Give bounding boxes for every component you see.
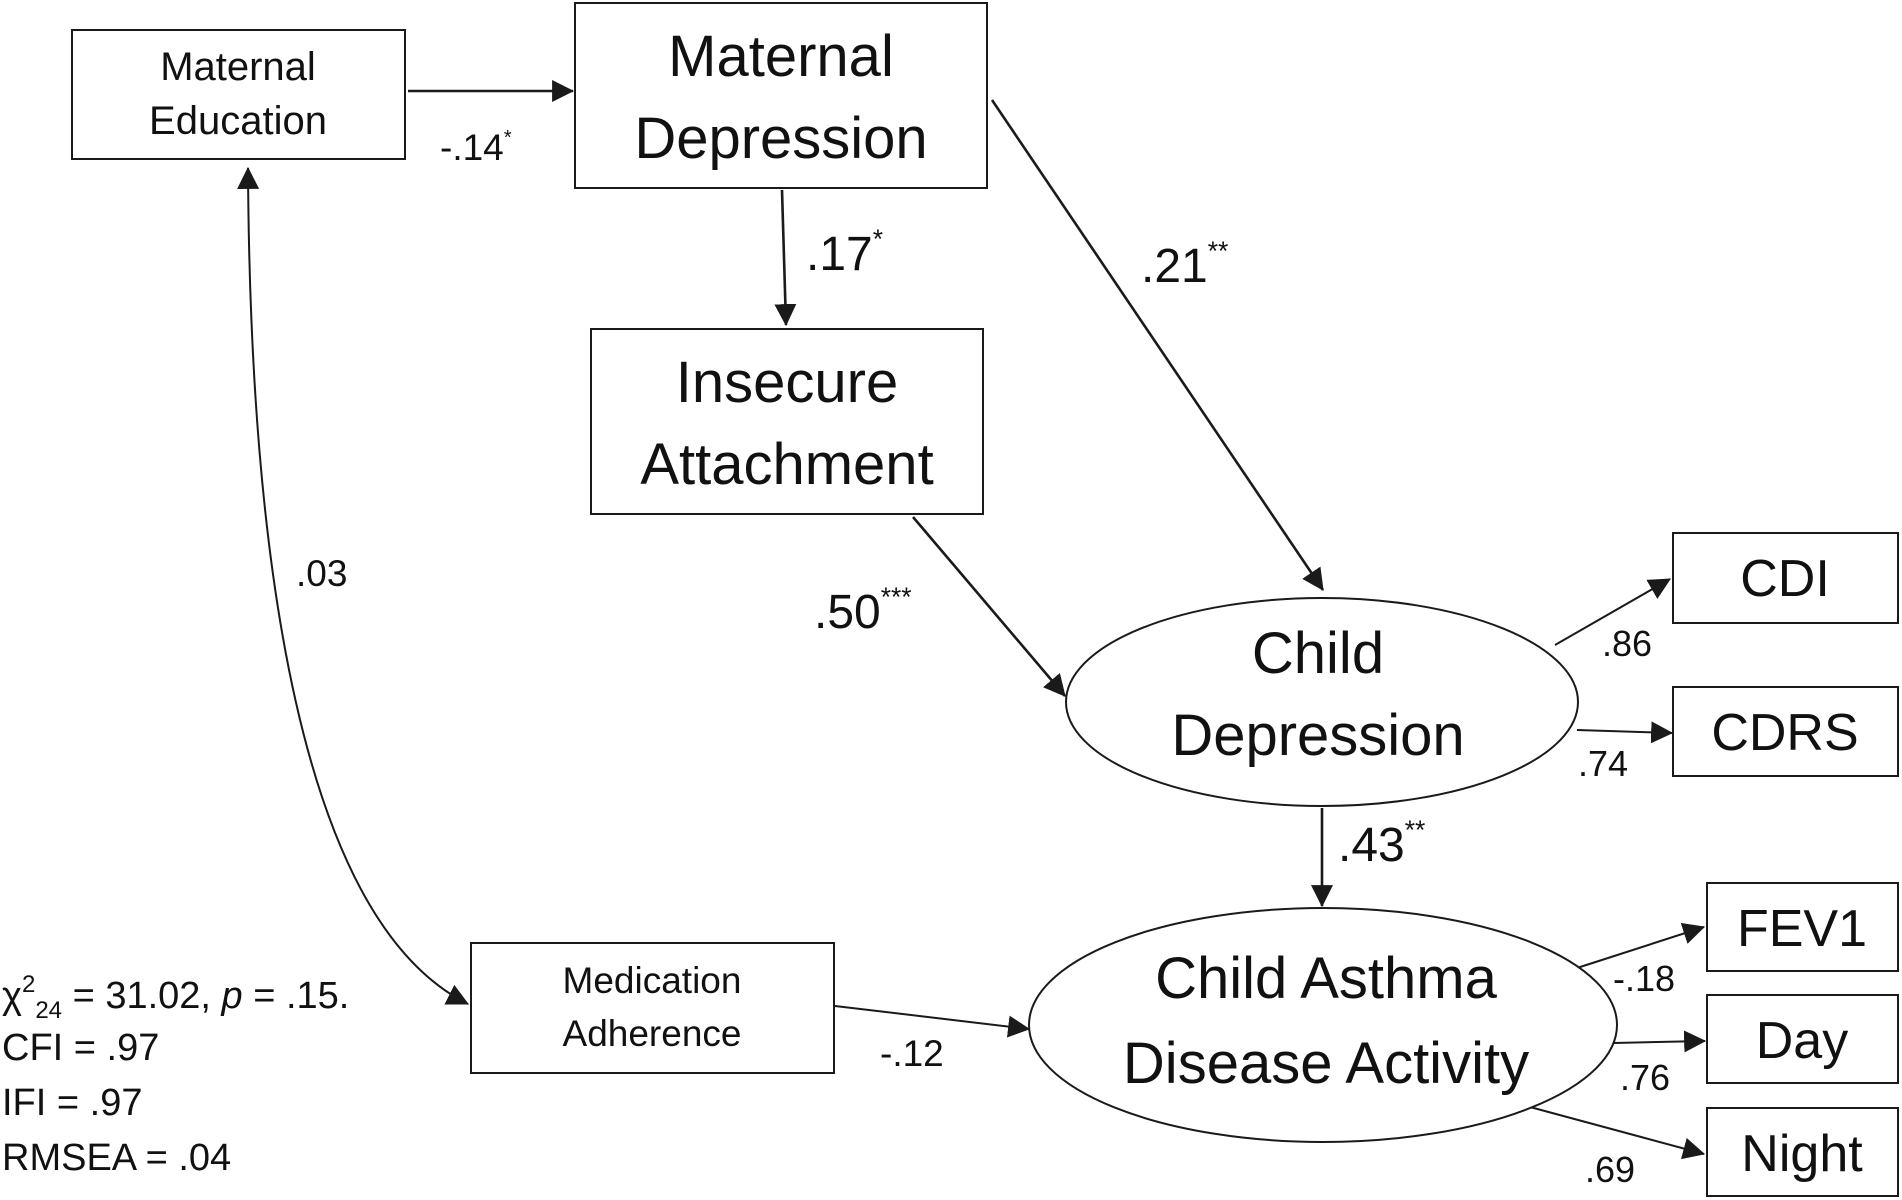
fit-rmsea: RMSEA = .04	[2, 1137, 231, 1179]
node-fev1-label: FEV1	[1737, 900, 1867, 958]
path-attach-to-childdep	[912, 516, 1066, 697]
node-cdi: CDI	[1672, 532, 1899, 624]
path-childdep-to-cdrs	[1576, 721, 1674, 744]
path-asthma-to-night	[1529, 1106, 1706, 1160]
fit-ifi: IFI = .97	[2, 1082, 142, 1124]
node-cdrs-label: CDRS	[1711, 704, 1858, 762]
coef-educ-with-adherence: .03	[296, 553, 347, 594]
node-maternal-depression: Maternal Depression	[574, 2, 988, 189]
node-medication-adherence: Medication Adherence	[470, 942, 835, 1074]
node-child-asthma: Child Asthma Disease Activity	[1028, 907, 1618, 1143]
fit-cfi: CFI = .97	[2, 1027, 159, 1069]
node-day: Day	[1706, 994, 1899, 1084]
path-matdep-to-attach	[774, 189, 797, 327]
path-childdep-to-cdi	[1554, 578, 1671, 646]
coef-childdep-to-cdrs: .74	[1578, 743, 1628, 784]
coef-asthma-to-night: .69	[1585, 1149, 1635, 1190]
node-fev1: FEV1	[1706, 882, 1899, 972]
node-night: Night	[1706, 1107, 1899, 1197]
node-medication-adherence-line2: Adherence	[563, 1013, 742, 1054]
node-maternal-depression-line1: Maternal	[668, 24, 894, 89]
path-matdep-to-childdep	[990, 99, 1325, 591]
coef-childdep-to-cdi: .86	[1602, 623, 1652, 664]
node-child-depression: Child Depression	[1065, 597, 1579, 807]
node-insecure-attachment: Insecure Attachment	[590, 328, 984, 515]
node-maternal-education-line1: Maternal	[160, 45, 316, 89]
coef-asthma-to-day: .76	[1620, 1057, 1670, 1098]
fit-chi-square: χ224 = 31.02, p = .15.	[2, 971, 349, 1024]
coef-asthma-to-fev1: -.18	[1613, 958, 1675, 999]
path-asthma-to-fev1	[1576, 922, 1706, 969]
node-day-label: Day	[1756, 1012, 1848, 1070]
node-medication-adherence-line1: Medication	[563, 960, 742, 1001]
node-maternal-education: Maternal Education	[71, 29, 406, 160]
node-cdrs: CDRS	[1672, 686, 1899, 777]
node-cdi-label: CDI	[1740, 550, 1830, 608]
path-adherence-to-asthma	[834, 1005, 1031, 1038]
node-maternal-education-line2: Education	[149, 99, 327, 143]
node-maternal-depression-line2: Depression	[634, 106, 927, 171]
coef-attach-to-childdep: .50***	[814, 582, 912, 639]
coef-matdep-to-attach: .17*	[806, 224, 883, 281]
fit-statistics: χ224 = 31.02, p = .15. CFI = .97 IFI = .…	[2, 971, 349, 1179]
node-child-depression-line1: Child	[1252, 621, 1384, 686]
path-educ-with-adherence	[237, 166, 469, 1005]
coef-matdep-to-childdep: .21**	[1141, 236, 1228, 293]
node-night-label: Night	[1741, 1125, 1863, 1183]
node-child-depression-line2: Depression	[1171, 703, 1464, 768]
node-insecure-attachment-line1: Insecure	[676, 350, 898, 415]
node-child-asthma-line2: Disease Activity	[1123, 1031, 1529, 1096]
coef-educ-to-matdep: -.14*	[440, 127, 512, 168]
node-insecure-attachment-line2: Attachment	[640, 432, 933, 497]
coef-adherence-to-asthma: -.12	[880, 1033, 944, 1074]
coef-childdep-to-asthma: .43**	[1338, 815, 1425, 872]
path-asthma-to-day	[1613, 1030, 1707, 1053]
node-child-asthma-line1: Child Asthma	[1155, 946, 1497, 1011]
